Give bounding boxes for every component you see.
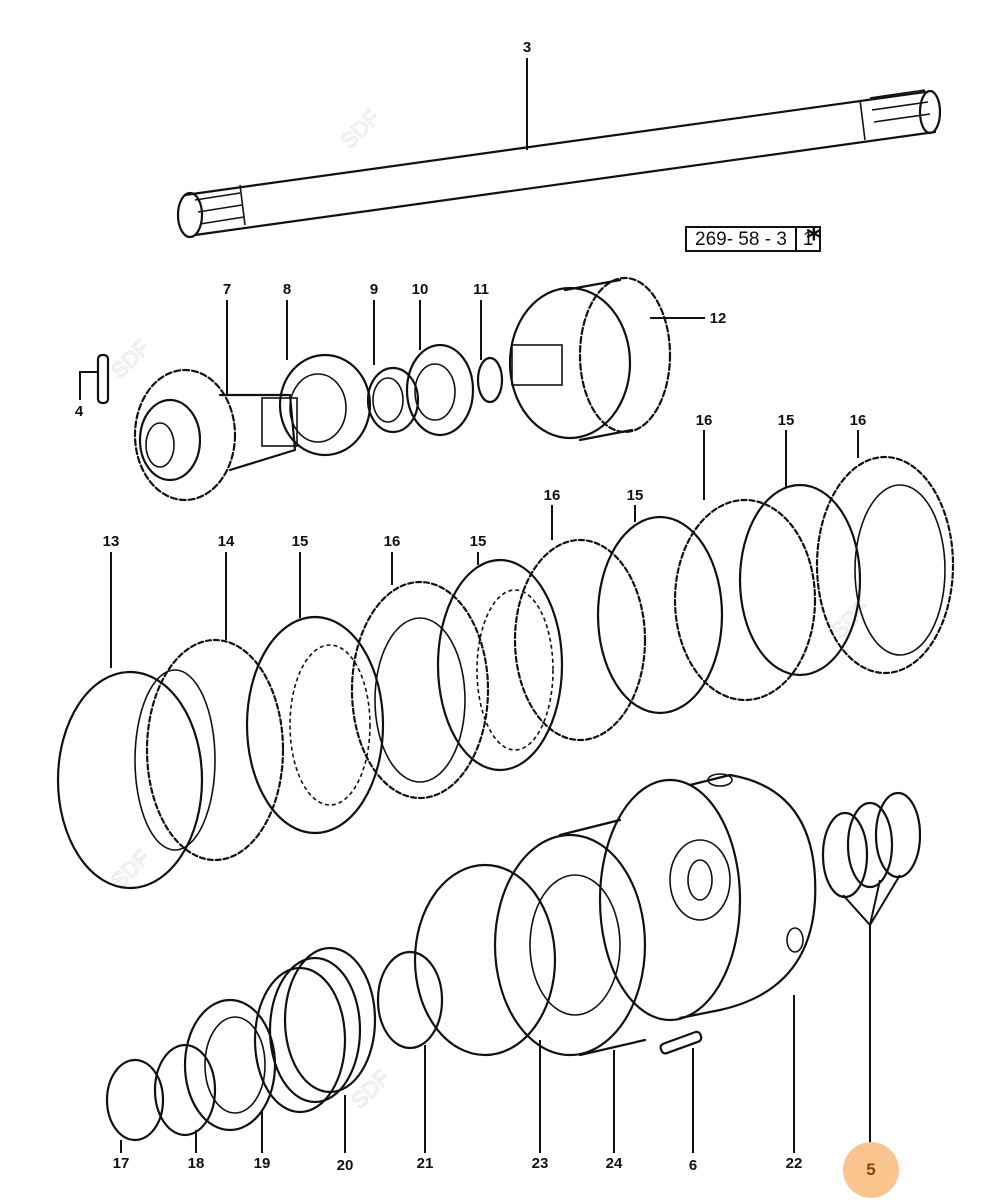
watermark-text: SDF bbox=[346, 1065, 395, 1114]
part-24-piston[interactable] bbox=[493, 818, 647, 1057]
asterisk-marker: * bbox=[806, 222, 822, 257]
callout-22[interactable]: 22 bbox=[786, 1155, 803, 1172]
callout-15[interactable]: 15 bbox=[292, 533, 309, 550]
callout-13[interactable]: 13 bbox=[103, 533, 120, 550]
reference-code: 269- 58 - 3 1 bbox=[685, 226, 822, 252]
callout-23[interactable]: 23 bbox=[532, 1155, 549, 1172]
highlighted-callout-5[interactable]: 5 bbox=[843, 1142, 899, 1198]
callout-8[interactable]: 8 bbox=[283, 281, 291, 298]
part-3-shaft[interactable] bbox=[176, 89, 942, 239]
part-14-disc[interactable] bbox=[145, 638, 285, 862]
part-15-disc[interactable] bbox=[436, 558, 564, 772]
part-16-disc[interactable] bbox=[815, 455, 955, 675]
part-12-hub-gear[interactable] bbox=[508, 276, 672, 442]
part-23-seal[interactable] bbox=[413, 863, 557, 1057]
callout-20[interactable]: 20 bbox=[337, 1157, 354, 1174]
part-18-ring[interactable] bbox=[153, 1043, 217, 1137]
part-9-spacer[interactable] bbox=[366, 366, 420, 434]
part-11-ring[interactable] bbox=[476, 356, 504, 404]
leader-4 bbox=[79, 371, 98, 400]
part-10-bearing[interactable] bbox=[405, 343, 475, 437]
watermark-text: SDF bbox=[106, 845, 155, 894]
callout-4[interactable]: 4 bbox=[75, 403, 84, 420]
callout-10[interactable]: 10 bbox=[412, 281, 429, 298]
callout-16[interactable]: 16 bbox=[384, 533, 401, 550]
callout-15[interactable]: 15 bbox=[470, 533, 487, 550]
part-21-ring[interactable] bbox=[376, 950, 444, 1050]
callout-17[interactable]: 17 bbox=[113, 1155, 130, 1172]
callout-21[interactable]: 21 bbox=[417, 1155, 434, 1172]
callout-12[interactable]: 12 bbox=[710, 310, 727, 327]
part-16-disc[interactable] bbox=[673, 498, 817, 702]
callout-16[interactable]: 16 bbox=[544, 487, 561, 504]
callout-19[interactable]: 19 bbox=[254, 1155, 271, 1172]
part-16-disc[interactable] bbox=[513, 538, 647, 742]
part-15-disc[interactable] bbox=[245, 615, 385, 835]
reference-number: 269- 58 - 3 bbox=[685, 226, 797, 252]
callout-6[interactable]: 6 bbox=[689, 1157, 697, 1174]
part-15-disc[interactable] bbox=[596, 515, 724, 715]
callout-9[interactable]: 9 bbox=[370, 281, 378, 298]
part-4-pin[interactable] bbox=[96, 353, 110, 405]
watermark-text: SDF bbox=[106, 335, 155, 384]
part-6-screw[interactable] bbox=[659, 1030, 703, 1055]
part-7-gear[interactable] bbox=[133, 368, 298, 502]
callout-7[interactable]: 7 bbox=[223, 281, 231, 298]
part-15-disc[interactable] bbox=[738, 483, 862, 677]
callout-5: 5 bbox=[866, 1160, 876, 1179]
callout-15[interactable]: 15 bbox=[627, 487, 644, 504]
part-5-rings[interactable] bbox=[821, 791, 922, 899]
reference-sheet: 1 bbox=[796, 226, 822, 252]
callout-18[interactable]: 18 bbox=[188, 1155, 205, 1172]
leader-5 bbox=[842, 874, 901, 1160]
part-8-bearing[interactable] bbox=[278, 353, 372, 457]
callout-3[interactable]: 3 bbox=[523, 39, 531, 56]
part-20-spring[interactable] bbox=[253, 946, 377, 1114]
callout-11[interactable]: 11 bbox=[473, 281, 489, 298]
watermark-text: SDF bbox=[826, 595, 875, 644]
callout-16[interactable]: 16 bbox=[696, 412, 713, 429]
callout-16[interactable]: 16 bbox=[850, 412, 867, 429]
part-17-washer[interactable] bbox=[105, 1058, 165, 1142]
callout-14[interactable]: 14 bbox=[218, 533, 235, 550]
callout-15[interactable]: 15 bbox=[778, 412, 795, 429]
callout-24[interactable]: 24 bbox=[606, 1155, 623, 1172]
part-16-disc[interactable] bbox=[350, 580, 490, 800]
part-22-housing[interactable] bbox=[598, 773, 817, 1022]
watermark-text: SDF bbox=[336, 105, 385, 154]
part-13-drum[interactable] bbox=[56, 669, 216, 890]
